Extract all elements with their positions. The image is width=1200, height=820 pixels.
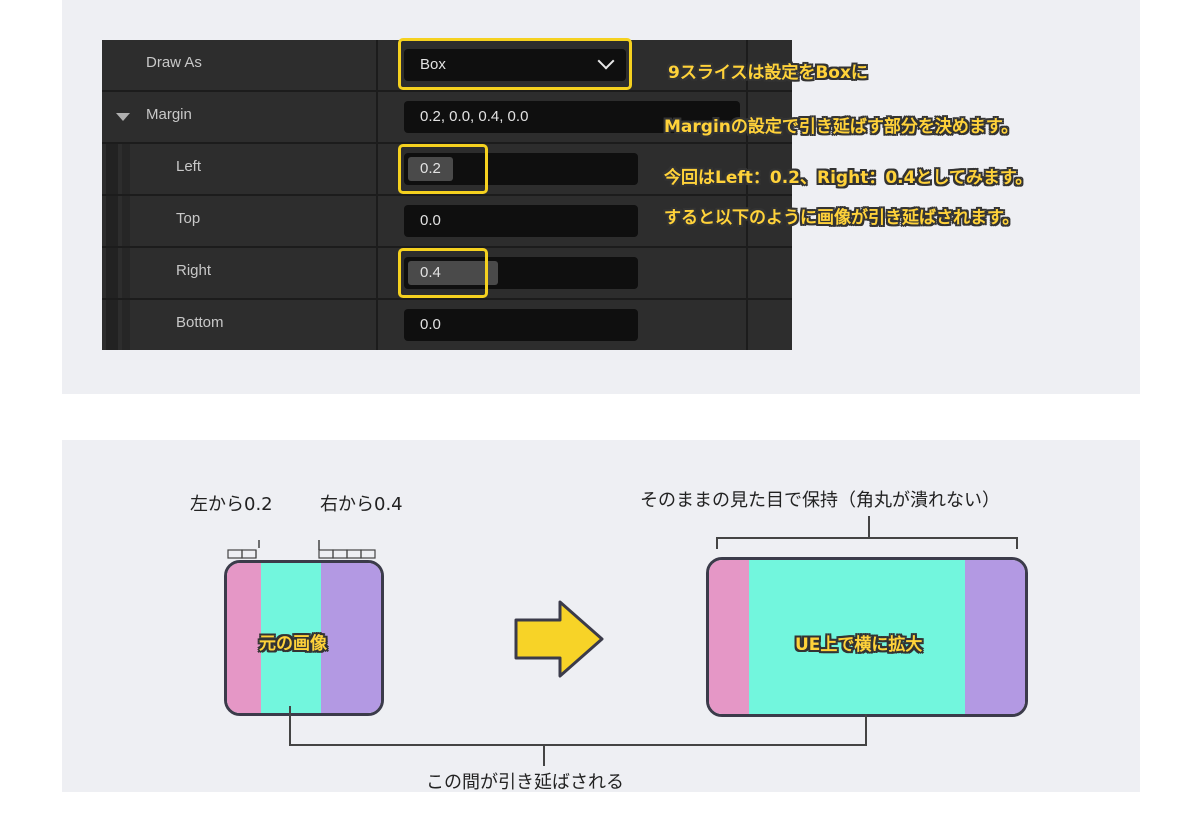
row-draw-as: Draw As Box (102, 40, 792, 90)
indent-bar (106, 248, 118, 298)
row-name-cell: Top (102, 196, 376, 246)
right-label: Right (176, 262, 212, 279)
column-divider (746, 92, 748, 142)
column-divider[interactable] (376, 40, 378, 90)
row-margin: Margin 0.2, 0.0, 0.4, 0.0 (102, 92, 792, 142)
column-divider (746, 300, 748, 350)
original-image: 元の画像 (224, 560, 384, 716)
row-name-cell: Draw As (102, 40, 376, 90)
slider-fill (408, 157, 454, 181)
note-left-right: 今回はLeft：0.2、Right：0.4としてみます。 (664, 168, 1033, 188)
right-margin-segment (321, 563, 381, 713)
left-value: 0.2 (420, 160, 441, 177)
bracket-line (716, 537, 1018, 539)
slider-fill (408, 261, 499, 285)
right-arrow-icon (514, 600, 604, 678)
center-segment (261, 563, 321, 713)
top-slider-input[interactable]: 0.0 (404, 205, 638, 237)
bracket-line (865, 714, 867, 746)
column-divider (746, 196, 748, 246)
indent-bar (122, 248, 130, 298)
bracket-line (543, 744, 545, 766)
margin-ticks (227, 540, 376, 559)
bracket-line (868, 516, 870, 538)
column-divider[interactable] (376, 248, 378, 298)
row-top: Top 0.0 (102, 196, 792, 246)
column-divider[interactable] (376, 92, 378, 142)
note-margin: Marginの設定で引き延ばす部分を決めます。 (664, 117, 1019, 137)
original-label: 元の画像 (259, 634, 327, 654)
right-value: 0.4 (420, 264, 441, 281)
bracket-line (1016, 537, 1018, 549)
draw-as-label: Draw As (146, 54, 202, 71)
row-right: Right 0.4 (102, 248, 792, 298)
row-name-cell[interactable]: Margin (102, 92, 376, 142)
bracket-line (716, 537, 718, 549)
margin-input[interactable]: 0.2, 0.0, 0.4, 0.0 (404, 101, 740, 133)
right-margin-segment (965, 560, 1025, 714)
left-label: Left (176, 158, 202, 175)
draw-as-dropdown[interactable]: Box (404, 49, 626, 81)
indent-bar (106, 144, 118, 194)
scaled-label: UE上で横に拡大 (795, 635, 923, 655)
scaled-image: UE上で横に拡大 (706, 557, 1028, 717)
row-name-cell: Right (102, 248, 376, 298)
indent-bar (122, 144, 130, 194)
right-margin-label: 右から0.4 (320, 494, 403, 515)
column-divider (746, 40, 748, 90)
keep-appearance-label: そのままの見た目で保持（角丸が潰れない） (640, 490, 1000, 511)
left-margin-label: 左から0.2 (190, 494, 273, 515)
note-box-setting: 9スライスは設定をBoxに (668, 63, 868, 83)
margin-label: Margin (146, 106, 192, 123)
column-divider (746, 248, 748, 298)
draw-as-value: Box (420, 56, 446, 73)
row-bottom: Bottom 0.0 (102, 300, 792, 350)
left-margin-segment (709, 560, 749, 714)
top-label: Top (176, 210, 201, 227)
indent-bar (106, 300, 118, 350)
row-name-cell: Bottom (102, 300, 376, 350)
stretch-label: この間が引き延ばされる (426, 772, 624, 793)
row-left: Left 0.2 (102, 144, 792, 194)
row-name-cell: Left (102, 144, 376, 194)
bottom-label: Bottom (176, 314, 224, 331)
column-divider[interactable] (376, 196, 378, 246)
center-segment (749, 560, 965, 714)
draw-as-highlight (398, 38, 632, 90)
bracket-line (289, 706, 291, 746)
top-value: 0.0 (420, 212, 441, 229)
left-margin-segment (227, 563, 261, 713)
margin-value: 0.2, 0.0, 0.4, 0.0 (420, 108, 529, 125)
note-result: すると以下のように画像が引き延ばされます。 (664, 208, 1020, 228)
column-divider[interactable] (376, 144, 378, 194)
details-panel: Draw As Box Margin 0.2, 0.0, 0.4, 0.0 Le… (102, 40, 792, 350)
expand-triangle-icon[interactable] (116, 113, 130, 121)
left-highlight (398, 144, 488, 194)
left-slider-input[interactable]: 0.2 (404, 153, 638, 185)
indent-bar (122, 196, 130, 246)
column-divider (746, 144, 748, 194)
indent-bar (106, 196, 118, 246)
right-highlight (398, 248, 488, 298)
indent-bar (122, 300, 130, 350)
bottom-slider-input[interactable]: 0.0 (404, 309, 638, 341)
bottom-value: 0.0 (420, 316, 441, 333)
column-divider[interactable] (376, 300, 378, 350)
bracket-line (289, 744, 867, 746)
right-slider-input[interactable]: 0.4 (404, 257, 638, 289)
